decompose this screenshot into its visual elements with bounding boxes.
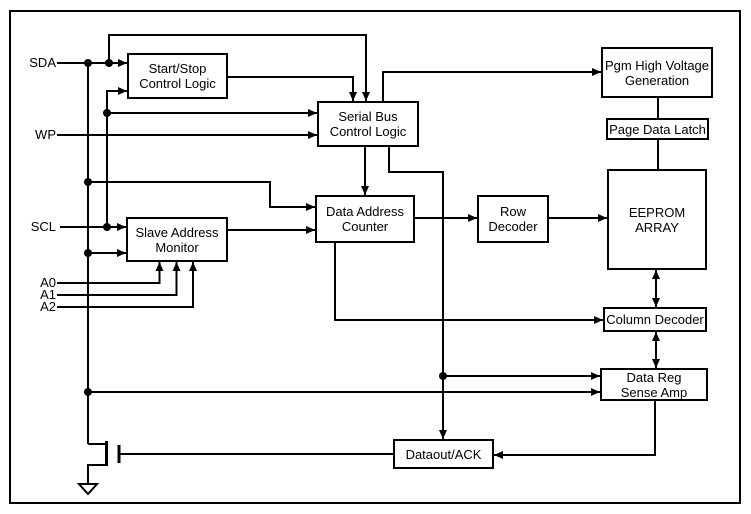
- junction-dot: [103, 223, 111, 231]
- diagram-border: [9, 10, 741, 504]
- block-start-stop-control-logic: Start/Stop Control Logic: [127, 53, 228, 99]
- wire-serial-bus-to-pgm-hv: [382, 68, 601, 101]
- block-row-decoder: Row Decoder: [477, 195, 549, 243]
- block-label: Decoder: [488, 219, 538, 234]
- block-label: ARRAY: [635, 219, 679, 235]
- block-label: Monitor: [155, 239, 199, 255]
- block-dataout-ack: Dataout/ACK: [393, 439, 494, 469]
- junction-dot: [84, 59, 92, 67]
- wire-sda-to-serial-bus-top: [108, 34, 370, 101]
- block-label: Page Data Latch: [609, 121, 706, 137]
- wire-serial-bus-to-dataout: [388, 147, 447, 439]
- junction-dot: [84, 178, 92, 186]
- junction-dot: [84, 388, 92, 396]
- junction-dot: [105, 59, 113, 67]
- junction-dot: [439, 372, 447, 380]
- pin-label-a0: A0: [40, 275, 56, 290]
- junction-dot: [103, 109, 111, 117]
- pin-label-scl: SCL: [30, 219, 56, 234]
- block-label: Control Logic: [329, 124, 407, 139]
- mosfet-source-lead: [87, 464, 107, 484]
- wire-scl-to-start-stop: [106, 87, 127, 227]
- junction-dot: [84, 249, 92, 257]
- wire-data-address-to-column-decoder: [334, 243, 603, 324]
- pin-label-a1: A1: [40, 287, 56, 302]
- block-label: Data Address: [325, 204, 405, 219]
- pin-label-sda: SDA: [29, 55, 56, 70]
- wire-startstop-to-serial-bus: [228, 76, 357, 101]
- wire-a1: [57, 262, 181, 296]
- pin-label-wp: WP: [35, 127, 56, 142]
- ground-symbol: [76, 483, 100, 496]
- block-label: Dataout/ACK: [405, 446, 482, 462]
- block-pgm-high-voltage-generation: Pgm High Voltage Generation: [601, 47, 713, 98]
- block-label: Generation: [624, 72, 690, 88]
- pin-label-a2: A2: [40, 299, 56, 314]
- wire-a2: [57, 262, 197, 308]
- block-label: Column Decoder: [606, 312, 704, 327]
- block-label: Start/Stop: [148, 61, 207, 76]
- block-label: Serial Bus: [338, 109, 398, 124]
- block-label: Slave Address: [135, 224, 219, 240]
- block-label: Pgm High Voltage: [604, 57, 710, 73]
- block-label: Sense Amp: [620, 384, 688, 400]
- block-page-data-latch: Page Data Latch: [606, 118, 709, 140]
- block-label: EEPROM: [628, 204, 686, 220]
- block-eeprom-array: EEPROM ARRAY: [607, 169, 707, 270]
- block-label: Row: [499, 204, 526, 219]
- wire-data-reg-to-dataout: [494, 401, 656, 459]
- block-slave-address-monitor: Slave Address Monitor: [126, 217, 228, 262]
- block-column-decoder: Column Decoder: [603, 307, 707, 332]
- block-label: Counter: [341, 219, 389, 234]
- wire-a0: [57, 262, 164, 284]
- wire-sda-to-data-address: [88, 181, 315, 211]
- block-label: Data Reg: [626, 369, 682, 385]
- junction-dots: [84, 59, 447, 396]
- block-data-reg-sense-amp: Data Reg Sense Amp: [600, 368, 708, 401]
- wires-group: [57, 34, 660, 496]
- block-serial-bus-control-logic: Serial Bus Control Logic: [317, 101, 419, 147]
- block-data-address-counter: Data Address Counter: [315, 195, 415, 243]
- block-label: Control Logic: [139, 76, 216, 91]
